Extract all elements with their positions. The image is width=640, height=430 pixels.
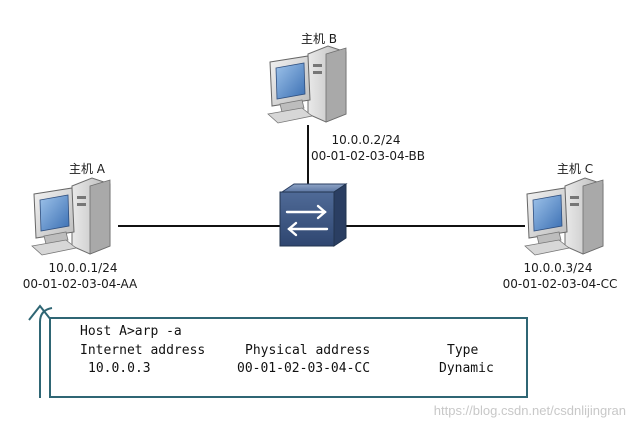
host-b-title: 主机 B	[300, 32, 338, 46]
host-b-mac: 00-01-02-03-04-BB	[310, 149, 426, 163]
host-c-mac: 00-01-02-03-04-CC	[502, 277, 618, 291]
watermark-text: https://blog.csdn.net/csdnlijingran	[433, 403, 626, 418]
arp-output-panel: Host A>arp -a Internet address Physical …	[49, 317, 528, 398]
header-physical-address: Physical address	[245, 343, 371, 358]
row-ip: 10.0.0.3	[88, 361, 151, 376]
arrow-host-a-to-terminal	[39, 307, 53, 398]
host-c-title: 主机 C	[556, 162, 594, 176]
header-type: Type	[447, 343, 479, 358]
header-internet-address: Internet address	[80, 343, 206, 358]
arrow-head-icon	[28, 304, 52, 321]
host-b-computer-icon	[267, 45, 347, 124]
host-c-ip: 10.0.0.3/24	[523, 261, 593, 275]
host-a-ip: 10.0.0.1/24	[48, 261, 118, 275]
row-mac: 00-01-02-03-04-CC	[237, 361, 371, 376]
host-a-computer-icon	[31, 177, 111, 256]
switch-icon	[279, 183, 348, 247]
host-b-ip: 10.0.0.2/24	[331, 133, 401, 147]
host-a-title: 主机 A	[68, 162, 106, 176]
host-c-computer-icon	[524, 177, 604, 256]
arp-command: Host A>arp -a	[80, 324, 182, 339]
row-type: Dynamic	[439, 361, 494, 376]
host-a-mac: 00-01-02-03-04-AA	[22, 277, 138, 291]
